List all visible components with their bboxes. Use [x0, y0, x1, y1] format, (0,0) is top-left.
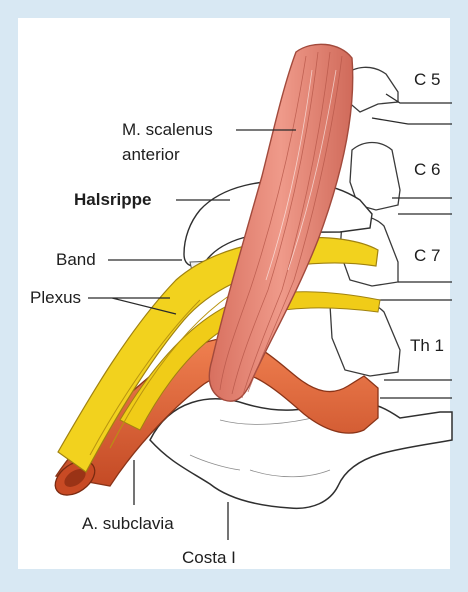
label-scalenus-line1: M. scalenus: [122, 120, 213, 140]
label-scalenus-line2: anterior: [122, 145, 180, 165]
label-halsrippe: Halsrippe: [74, 190, 151, 210]
label-costa: Costa I: [182, 548, 236, 568]
label-c7: C 7: [414, 246, 440, 266]
label-band: Band: [56, 250, 96, 270]
label-c5: C 5: [414, 70, 440, 90]
label-plexus: Plexus: [30, 288, 81, 308]
label-c6: C 6: [414, 160, 440, 180]
label-th1: Th 1: [410, 336, 444, 356]
label-subclavia: A. subclavia: [82, 514, 174, 534]
